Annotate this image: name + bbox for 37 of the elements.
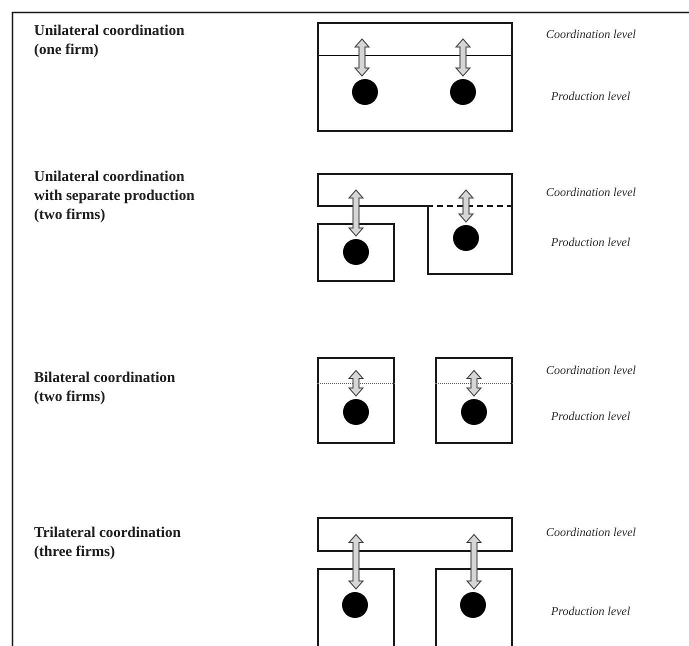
level-label: Production level [551,235,630,250]
level-label: Coordination level [546,525,636,540]
firm-box [317,357,395,444]
section-heading: Bilateral coordination (two firms) [34,369,176,407]
level-label: Coordination level [546,363,636,378]
production-unit-dot [450,79,476,105]
firm-box [317,223,395,282]
section-heading: Trilateral coordination (three firms) [34,524,182,562]
double-arrow [348,534,364,590]
firm-box [317,568,395,646]
production-unit-dot [343,239,369,265]
production-unit-dot [460,592,486,618]
firm-box [427,205,513,275]
section-heading: Unilateral coordination (one firm) [34,22,186,60]
double-arrow [466,370,482,397]
level-label: Coordination level [546,27,636,42]
double-arrow [466,534,482,590]
production-unit-dot [453,225,479,251]
level-label: Production level [551,89,630,104]
double-arrow [348,189,364,237]
firm-box [317,517,513,552]
double-arrow [458,189,474,223]
level-label: Production level [551,409,630,424]
firm-box [317,22,513,132]
double-arrow [454,38,472,77]
firm-box [435,568,513,646]
level-label: Production level [551,604,630,619]
firm-box [435,357,513,444]
level-label: Coordination level [546,185,636,200]
section-heading: Unilateral coordination with separate production (two firms) [34,168,196,225]
double-arrow [354,38,370,77]
production-unit-dot [343,399,369,425]
double-arrow [348,370,364,397]
production-unit-dot [352,79,378,105]
firm-box [317,173,513,207]
production-unit-dot [342,592,368,618]
production-unit-dot [461,399,487,425]
